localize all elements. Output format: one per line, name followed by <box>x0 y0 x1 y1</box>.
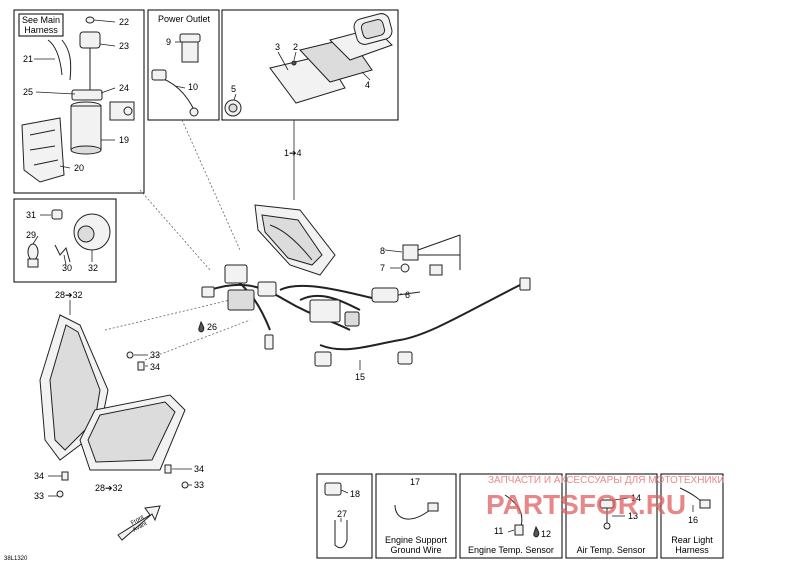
callout-6: 6 <box>405 290 410 300</box>
engine-temp-title: Engine Temp. Sensor <box>468 545 554 555</box>
headlight-hardware: 33 34 34 33 34 33 <box>34 350 204 501</box>
callout-33-b: 33 <box>34 491 44 501</box>
instrument-cluster <box>254 204 336 276</box>
air-temp-inset: 14 13 Air Temp. Sensor <box>565 473 658 559</box>
callout-18: 18 <box>350 489 360 499</box>
headlight-right: 28➔32 <box>79 394 186 493</box>
callout-27: 27 <box>337 509 347 519</box>
ground-cable-inset: 18 27 <box>316 473 373 559</box>
callout-13: 13 <box>628 511 638 521</box>
callout-34-c: 34 <box>194 464 204 474</box>
document-code: 38L1320 <box>4 556 28 562</box>
callout-21: 21 <box>23 54 33 64</box>
power-outlet-inset: Power Outlet 9 10 <box>147 9 220 121</box>
callout-34-b: 34 <box>34 471 44 481</box>
callout-2: 2 <box>293 42 298 52</box>
rear-light-title-l1: Rear Light <box>671 535 713 545</box>
callout-23: 23 <box>119 41 129 51</box>
engine-support-title-l2: Ground Wire <box>390 545 441 555</box>
callout-14: 14 <box>631 493 641 503</box>
callout-9: 9 <box>166 37 171 47</box>
watermark-line1: ЗАПЧАСТИ И АКСЕССУАРЫ ДЛЯ МОТОТЕХНИКИ <box>488 475 725 486</box>
main-harness-title-l2: Harness <box>24 25 58 35</box>
callout-34-a: 34 <box>150 362 160 372</box>
callout-29: 29 <box>26 230 36 240</box>
callout-30: 30 <box>62 263 72 273</box>
callout-8: 8 <box>380 246 385 256</box>
cluster-inset: 3 2 5 4 1➔4 <box>221 9 399 200</box>
callout-10: 10 <box>188 82 198 92</box>
callout-33-c: 33 <box>194 480 204 490</box>
power-outlet-title: Power Outlet <box>158 14 211 24</box>
callout-3: 3 <box>275 42 280 52</box>
callout-31: 31 <box>26 210 36 220</box>
callout-25: 25 <box>23 87 33 97</box>
drop-icon <box>198 320 205 333</box>
watermark-line2: PARTSFOR.RU <box>486 489 686 520</box>
callout-22: 22 <box>119 17 129 27</box>
air-temp-title: Air Temp. Sensor <box>577 545 646 555</box>
callout-19: 19 <box>119 135 129 145</box>
callout-32: 32 <box>88 263 98 273</box>
callout-16: 16 <box>688 515 698 525</box>
main-harness: 8 7 6 15 26 <box>198 234 531 382</box>
main-harness-title-l1: See Main <box>22 15 60 25</box>
drop-icon <box>533 525 540 538</box>
callout-7: 7 <box>380 263 385 273</box>
front-arrow-icon: Front Avant <box>117 505 161 541</box>
callout-12: 12 <box>541 529 551 539</box>
callout-17: 17 <box>410 477 420 487</box>
main-harness-inset: See Main Harness 22 23 21 24 25 19 20 <box>13 9 145 194</box>
engine-support-inset: 17 Engine Support Ground Wire <box>375 473 457 559</box>
engine-support-title-l1: Engine Support <box>385 535 448 545</box>
engine-temp-inset: 11 12 Engine Temp. Sensor <box>459 473 563 559</box>
watermark: ЗАПЧАСТИ И АКСЕССУАРЫ ДЛЯ МОТОТЕХНИКИ PA… <box>486 475 725 520</box>
callout-1-to-4: 1➔4 <box>284 148 302 158</box>
callout-5: 5 <box>231 84 236 94</box>
callout-26: 26 <box>207 322 217 332</box>
callout-28-to-32-top: 28➔32 <box>55 290 83 300</box>
callout-28-to-32-bottom: 28➔32 <box>95 483 123 493</box>
callout-20: 20 <box>74 163 84 173</box>
bulb-inset: 31 29 30 32 <box>13 198 117 283</box>
callout-11: 11 <box>494 526 503 536</box>
rear-light-inset: 16 Rear Light Harness <box>660 473 724 559</box>
callout-24: 24 <box>119 83 129 93</box>
callout-15: 15 <box>355 372 365 382</box>
callout-4: 4 <box>365 80 370 90</box>
rear-light-title-l2: Harness <box>675 545 709 555</box>
callout-33-a: 33 <box>150 350 160 360</box>
